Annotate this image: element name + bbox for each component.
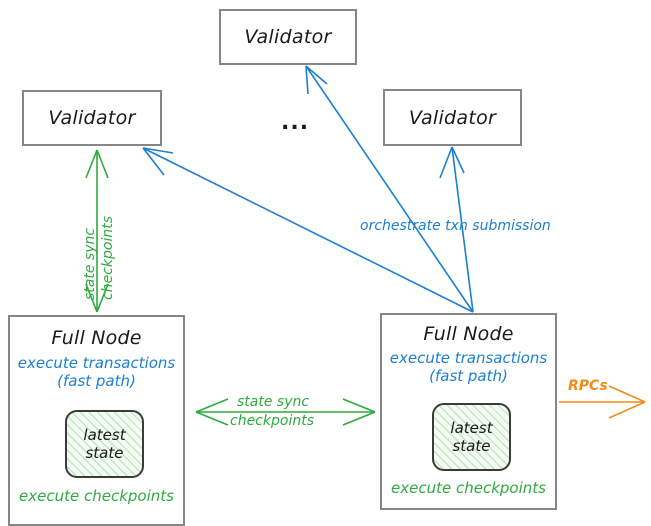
arrow-fullnode-to-validator-top — [305, 65, 474, 313]
validator-right-label: Validator — [408, 106, 497, 129]
full-node-right-blue-line-1: execute transactions — [389, 349, 548, 367]
validator-top-label: Validator — [244, 26, 332, 48]
state-sync-vertical-line-1: state sync — [82, 227, 98, 300]
state-sync-horizontal-label-line-1: state sync — [237, 394, 310, 410]
state-sync-vertical-line-2: checkpoints — [100, 216, 116, 300]
full-node-left-blue-line-1: execute transactions — [17, 354, 176, 372]
validator-top-box[interactable]: Validator — [219, 9, 357, 65]
full-node-right-latest-state-line-1: latest — [450, 419, 493, 437]
full-node-right-green-line: execute checkpoints — [391, 479, 546, 497]
full-node-right-box[interactable]: Full Node execute transactions (fast pat… — [380, 313, 557, 510]
full-node-left-blue-line-2: (fast path) — [57, 371, 136, 390]
orchestrate-txn-submission-label: orchestrate txn submission — [360, 218, 551, 234]
validator-left-label: Validator — [48, 107, 136, 129]
arrow-state-sync-horizontal — [195, 398, 376, 426]
arrow-fullnode-to-validator-right — [439, 146, 474, 313]
full-node-right-blue-line-2: (fast path) — [429, 366, 508, 385]
full-node-left-green-line: execute checkpoints — [19, 487, 174, 505]
validators-ellipsis: ... — [281, 110, 310, 135]
arrow-state-sync-vertical — [85, 149, 109, 313]
full-node-right-latest-state-line-2: state — [452, 437, 491, 455]
full-node-left-box[interactable]: Full Node execute transactions (fast pat… — [8, 315, 185, 526]
full-node-left-title: Full Node — [51, 327, 142, 349]
arrow-rpcs — [559, 385, 646, 419]
state-sync-vertical-label: state sync — [82, 228, 98, 300]
arrow-fullnode-to-validator-left — [142, 147, 474, 313]
validator-right-box[interactable]: Validator — [383, 89, 522, 146]
validator-left-box[interactable]: Validator — [22, 90, 162, 146]
full-node-left-latest-state-line-2: state — [85, 444, 124, 462]
rpcs-label: RPCs — [568, 378, 608, 394]
state-sync-vertical-label-2: checkpoints — [100, 216, 116, 300]
full-node-right-title: Full Node — [423, 323, 514, 345]
full-node-left-latest-state-line-1: latest — [83, 426, 126, 444]
state-sync-horizontal-label-line-2: checkpoints — [230, 413, 314, 429]
